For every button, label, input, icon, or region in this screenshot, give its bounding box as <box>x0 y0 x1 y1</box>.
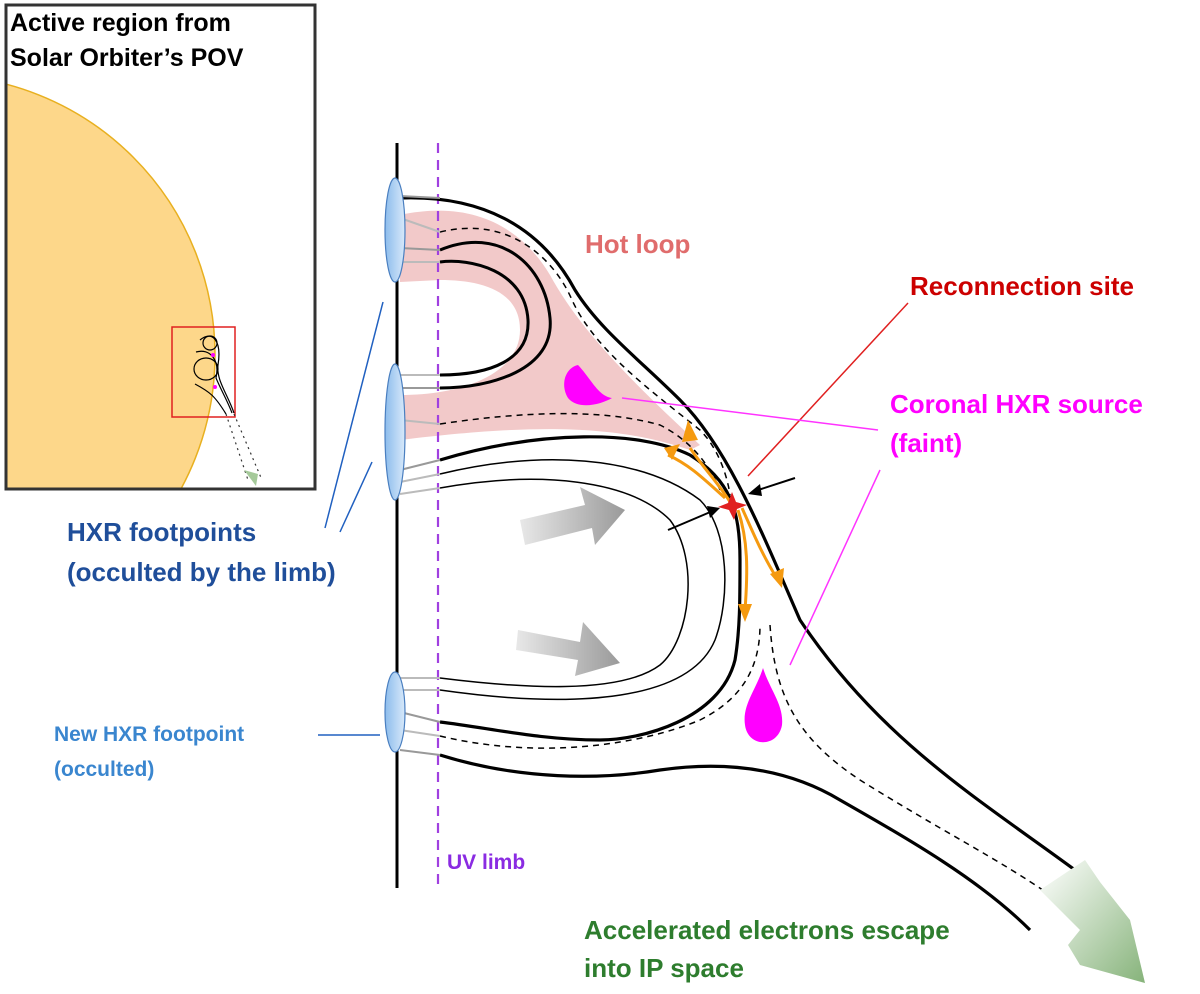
separatrix-escape <box>769 624 1051 896</box>
mini-loop-structure <box>193 335 235 415</box>
mini-escape-arrow <box>244 470 258 486</box>
field-line-hot-loop-outer <box>439 240 552 390</box>
escape-label-line1: Accelerated electrons escape <box>584 915 950 945</box>
hxr-footpoints-label-line2: (occulted by the limb) <box>67 557 336 587</box>
separatrix-lower <box>439 624 761 749</box>
inflow-pointer-left <box>667 509 716 531</box>
hxr-footpoint-new <box>384 671 406 753</box>
separatrix-hot-lower <box>439 412 721 491</box>
reconnection-star <box>718 492 747 520</box>
field-line-outer-upper <box>399 196 1076 872</box>
new-footpoint-label-line1: New HXR footpoint <box>54 723 244 746</box>
field-line-outer-lower <box>439 753 1032 932</box>
escape-arrow <box>1040 860 1145 983</box>
hxr-footpoint-middle <box>384 363 406 501</box>
inflow-pointer-right-head <box>748 484 762 496</box>
field-line-hot-loop-inner <box>439 259 530 377</box>
inflow-arrow-lower <box>516 622 620 676</box>
inset-border <box>4 3 317 491</box>
mini-escape-lines <box>225 413 263 481</box>
inflow-arrow-upper <box>520 487 625 545</box>
reconnection-site-label: Reconnection site <box>910 271 1134 301</box>
coronal-hxr-source-upper <box>564 365 612 406</box>
field-line-thin-1 <box>439 459 726 701</box>
coronal-source-label-line1: Coronal HXR source <box>890 389 1143 419</box>
uv-limb-label: UV limb <box>447 851 525 874</box>
escape-label-line2: into IP space <box>584 953 744 983</box>
field-line-thin-2 <box>439 478 689 688</box>
hxr-footpoint-upper <box>384 177 406 283</box>
new-footpoint-label-line2: (occulted) <box>54 758 154 781</box>
outflow-arrowheads <box>664 420 784 622</box>
hot-loop-label: Hot loop <box>585 229 690 259</box>
footpoint-field-stubs <box>399 195 441 756</box>
coronal-hxr-source-lower <box>744 668 783 743</box>
pointer-lines <box>318 301 909 736</box>
inset-title-line1: Active region from <box>10 9 231 37</box>
inflow-pointer-left-head <box>707 506 720 518</box>
mini-coronal-source-2 <box>213 385 217 389</box>
hxr-footpoints-label-line1: HXR footpoints <box>67 517 256 547</box>
separatrix-upper <box>439 227 731 496</box>
sun-disk <box>7 83 216 488</box>
zoom-box <box>171 326 236 418</box>
field-lines <box>399 196 1076 932</box>
inset-panel: Active region from Solar Orbiter’s POV <box>4 3 317 491</box>
mini-coronal-source <box>211 353 215 357</box>
inset-title-line2: Solar Orbiter’s POV <box>10 44 244 72</box>
coronal-source-label-line2: (faint) <box>890 428 962 458</box>
